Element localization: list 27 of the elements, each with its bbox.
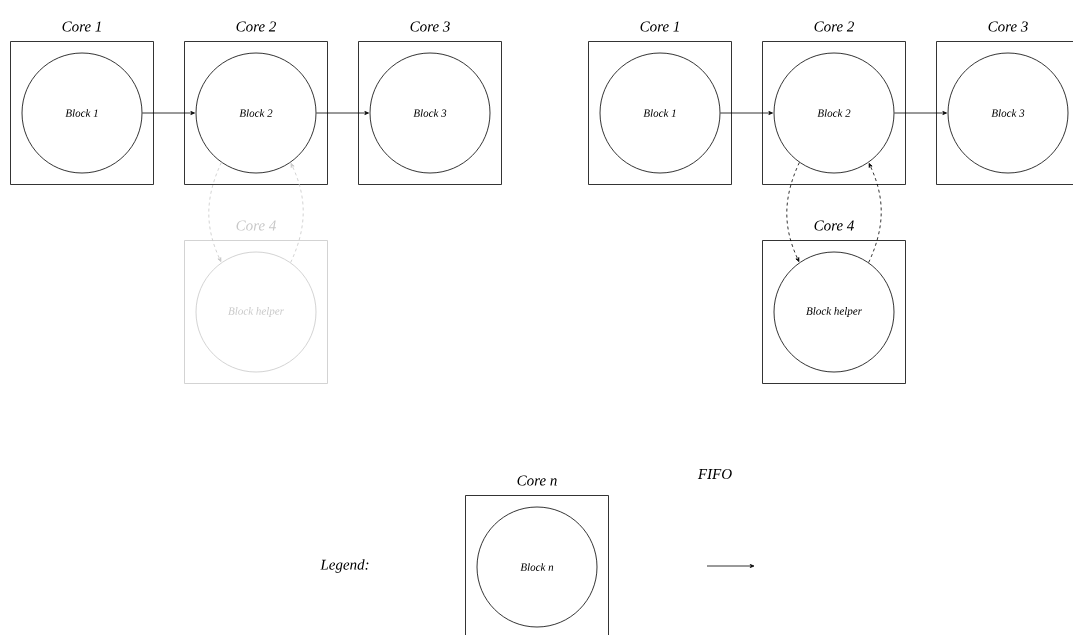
arrow <box>868 163 882 263</box>
arrow <box>316 111 369 115</box>
arrow <box>894 111 947 115</box>
arrow <box>142 111 195 115</box>
core-box <box>358 41 502 185</box>
core-title: Core 1 <box>640 21 679 32</box>
core-title: Core 3 <box>410 21 450 32</box>
core-box <box>588 41 732 185</box>
core-title: Core 2 <box>814 21 854 32</box>
arrow <box>720 111 773 115</box>
arrow <box>290 163 304 263</box>
core-title: Core n <box>517 475 557 486</box>
legend-text: FIFO <box>697 468 732 480</box>
core-box <box>465 495 609 635</box>
core-box <box>762 41 906 185</box>
core-box <box>184 240 328 384</box>
legend-heading: Legend: <box>320 559 369 573</box>
arrow <box>208 162 222 262</box>
core-box <box>184 41 328 185</box>
core-title: Core 1 <box>62 21 101 32</box>
core-title: Core 4 <box>814 220 854 231</box>
core-title: Core 2 <box>236 21 276 32</box>
arrow <box>786 162 800 262</box>
core-title: Core 3 <box>988 21 1028 32</box>
core-box <box>762 240 906 384</box>
core-box <box>936 41 1073 185</box>
core-box <box>10 41 154 185</box>
